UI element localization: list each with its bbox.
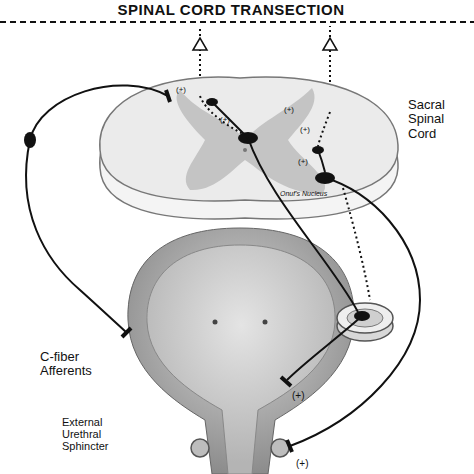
polarity-sign: (+) — [176, 86, 186, 95]
polarity-sign: (+) — [300, 126, 310, 135]
ureter-orifice — [213, 320, 218, 325]
pathway-arrowheads — [193, 38, 337, 50]
neural-pathways — [26, 85, 420, 446]
ganglion — [337, 303, 393, 333]
figure-title: SPINAL CORD TRANSECTION — [3, 2, 459, 19]
transection-line — [0, 21, 474, 23]
polarity-sign: (+) — [284, 106, 294, 115]
sphincter-label: External Urethral Sphincter — [62, 416, 136, 452]
polarity-sign: (+) — [220, 116, 230, 125]
polarity-sign: (+) — [298, 158, 308, 167]
nucleus-label: Onuf's Nucleus — [280, 190, 327, 198]
polarity-sign: (+) — [296, 458, 309, 469]
central-canal — [243, 148, 247, 152]
polarity-sign: (+) — [292, 390, 305, 401]
sphincter-muscle — [191, 439, 209, 457]
descending-pathways — [200, 96, 370, 300]
afferent-label: C-fiber Afferents — [40, 350, 120, 379]
synaptic-terminals — [122, 90, 292, 452]
region-label: Sacral Spinal Cord — [408, 98, 470, 141]
grey-matter — [177, 88, 326, 194]
ureter-orifice — [263, 320, 268, 325]
